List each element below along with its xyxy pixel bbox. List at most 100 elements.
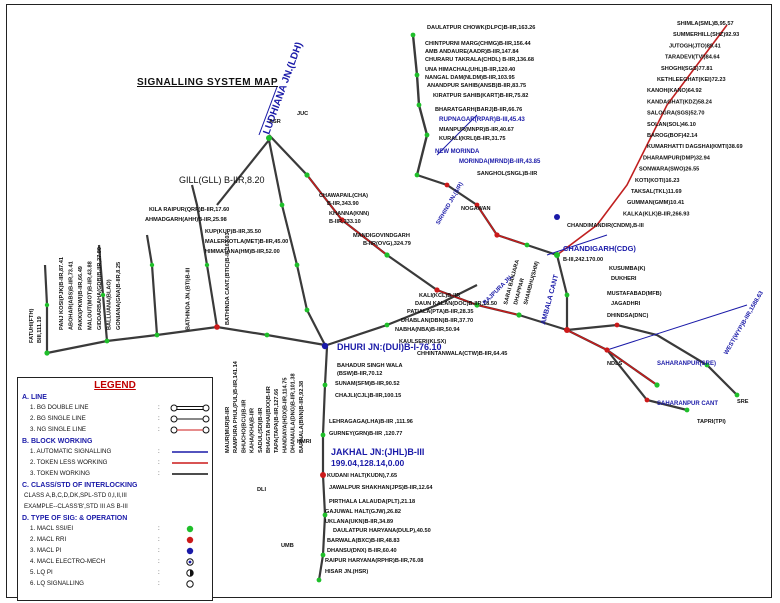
station-label: BARWALA(BXC)B-IIR,48.83: [327, 538, 400, 544]
station-label: GONIANA(GNA)B-IIR,8.25: [116, 262, 122, 330]
station-label: SHOGHI(SGS)77.81: [661, 66, 713, 72]
station-label: JAWALPUR SHAKHAN(JPS)B-IIR,12.64: [329, 485, 433, 491]
station-label: RAMPURA PHUL(PUL)B-IIR,141.14: [233, 360, 239, 453]
station-label: CHAWAPAIL(CHA): [319, 193, 368, 199]
station-label: GUMMAN(GMM)10.41: [627, 200, 684, 206]
station-label: BATHINDA JN.(BTI)B-III: [186, 267, 192, 330]
legend-section-class: C. CLASS/STD OF INTERLOCKING: [22, 482, 138, 489]
station-label: ANANDPUR SAHIB(ANSB)B-IIR,83.75: [427, 83, 526, 89]
station-label: PANJ KOSI(PJK)B-IIR,87.41: [59, 257, 65, 330]
token-working-symbol: [172, 473, 208, 475]
station-label: CHANDIMANDIR(CNDM),B-III: [567, 223, 644, 229]
station-label: NANGAL DAM(NLDM)B-IIR,103.95: [425, 75, 515, 81]
station-label: KUSUMBA(K): [609, 266, 645, 272]
station-label: BAROG(BOF)42.14: [647, 133, 698, 139]
station-label: CHINTPURNI MARG(CHMG)B-IIR,156.44: [425, 41, 532, 47]
station-label: LEHRAGAGA(LHA)B-IIR ,111.96: [329, 419, 413, 425]
station-label: TAPA(TAPA)B-IIR,127.66: [274, 389, 280, 453]
legend-item-lq-signalling: 6. LQ SIGNALLING:: [30, 578, 212, 589]
legend-section-line: A. LINE: [22, 394, 47, 401]
legend-item-bg-double: 1. BG DOUBLE LINE:: [30, 402, 212, 413]
chandigarh-junction-label: CHANDIGARH(CDG): [563, 244, 636, 253]
station-label: KAHA(KHA)B-IIR: [250, 408, 256, 453]
legend-item-auto-signalling: 1. AUTOMATIC SIGNALLING:: [30, 446, 212, 457]
station-label: RUPNAGAR(RPAR)B-III,45.43: [439, 116, 525, 123]
legend-class-example: EXAMPLE--CLASS'B',STD III AS B-III: [24, 503, 128, 510]
station-label: SHIMLA(SML)B,95.57: [677, 21, 734, 27]
station-label: HISAR JN.(HSR): [325, 569, 368, 575]
station-label: AMBALA CANT: [540, 273, 560, 325]
legend-item-lq-pi: 5. LQ PI:: [30, 567, 212, 578]
station-label: BHUCHO(BCU)B-IIR: [241, 400, 247, 453]
jakhal-junction-label: JAKHAL JN:(JHL)B-III: [331, 447, 424, 457]
legend-item-token-working: 3. TOKEN WORKING:: [30, 468, 212, 479]
green-dot-symbol: [186, 525, 194, 533]
station-label: MALOUT(MOT)B-IIR,43.88: [88, 261, 94, 330]
station-label: B-IIR,333.10: [329, 219, 361, 225]
station-label: KALKA(KLK)B-IIR,266.93: [623, 211, 690, 217]
station-label: FATUHI(FTH): [29, 308, 35, 343]
single-line-symbol: [170, 415, 210, 423]
station-label: DAUN KALAN(DOC)B-IIR,18.50: [415, 301, 497, 307]
half-dot-symbol: [186, 569, 194, 577]
gill-label: GILL(GLL) B-IIR,8.20: [179, 175, 265, 185]
station-label: ABOHAR(ABS)B-IIR,73.41: [69, 261, 75, 330]
route-code: SRE: [737, 399, 749, 405]
station-label: KUMARHATTI DAGSHAI(KMTI)38.69: [647, 144, 743, 150]
legend-class-text: CLASS A,B,C,D,DK,SPL-STD 0,I,II,III: [24, 492, 127, 499]
station-label: WEST(WYP)B-IIR,1588.63: [724, 290, 766, 356]
left-vertical-labels: PANJ KOSI(PJK)B-IIR,87.41 ABOHAR(ABS)B-II…: [59, 247, 305, 453]
station-label: KANOH(KANO)64.92: [647, 88, 702, 94]
station-label: HANDIAYA(HDX)B-IIR,114.75: [282, 378, 288, 453]
station-label: TARADEVI(TVI)84.64: [665, 55, 720, 61]
legend-item-token-less: 2. TOKEN LESS WORKING:: [30, 457, 212, 468]
station-label: SALOGRA(SGS)52.70: [647, 111, 705, 117]
station-label: MUSTAFABAD(MFB): [607, 291, 662, 297]
route-code: ASR: [269, 119, 281, 125]
station-label: TAPRI(TPI): [697, 419, 726, 425]
station-label: KUDANI HALT(KUDN),7.65: [327, 473, 397, 479]
station-label: DHABLAN(DBN)B-IIR,37.70: [401, 318, 473, 324]
station-markers: [44, 32, 740, 583]
route-code: NDLS: [607, 361, 622, 367]
station-label: BIII,111.19: [37, 316, 43, 343]
station-label: KANDAGHAT(KDZ)58.24: [647, 99, 713, 105]
station-label: UKLANA(UKN)B-IIR,34.89: [325, 519, 393, 525]
station-label: SONWARA(SWO)26.55: [639, 167, 699, 173]
legend-section-block: B. BLOCK WORKING: [22, 438, 93, 445]
blue-dot-symbol: [186, 547, 194, 555]
legend-item-macl-ssi: 1. MACL SSI/EI:: [30, 523, 212, 534]
legend-item-macl-electro: 4. MACL ELECTRO-MECH:: [30, 556, 212, 567]
station-label: SAHARANPUR(SRE): [657, 361, 716, 367]
signalling-map: LUDHIANA JN.(LDH) DHURI JN:(DUI)B-I-76.1…: [29, 21, 766, 583]
station-label: SAHARANPUR CANT: [657, 401, 718, 407]
station-label: UNA HIMACHAL(UHL)B-IIR,120.40: [425, 67, 515, 73]
route-code: DLI: [257, 487, 266, 493]
station-label: GAJUWAL HALT(GJW),26.82: [325, 509, 401, 515]
station-label: GIDDARBAHA(GDB)B-IIR,27.80: [97, 247, 103, 330]
station-label: DHARAMPUR(DMP)32.94: [643, 155, 711, 161]
blue-track-accents: [258, 86, 748, 351]
double-line-symbol: [170, 404, 210, 412]
station-label: MALERKOTLA(MET)B-IIR,45.00: [205, 239, 288, 245]
station-label: KHANNA(KNN): [329, 211, 369, 217]
station-label: CHURARU TAKRALA(CHDL) B-IIR,136.68: [425, 57, 534, 63]
ring-dot-symbol: [186, 558, 194, 566]
station-label: TAKSAL(TKL)11.69: [631, 189, 682, 195]
station-label: BARNALA(BNN)B-IIR,92.38: [299, 381, 305, 453]
token-less-symbol: [172, 462, 208, 464]
station-label: JAGADHRI: [611, 301, 641, 307]
station-label: DHANAULA(DNG)B-IIR,101.38: [291, 373, 297, 453]
station-label: BAHADUR SINGH WALA: [337, 363, 403, 369]
station-label: CHAJLI(CJL)B-IIR,100.15: [335, 393, 401, 399]
station-label: RAIPUR HARYANA(RPHR)B-IIR,76.08: [325, 558, 423, 564]
station-label: KOTI(KOTI)16.23: [635, 178, 679, 184]
station-label: PATIALA(PTA)B-IIR,28.35: [407, 309, 474, 315]
station-label: B-IIR,343.90: [327, 201, 359, 207]
station-label: MAUR(MUR)B-IIR: [225, 407, 231, 453]
bathinda-cant-label: BATHINDA CANT.(BTIC)B-III,163.03: [225, 232, 231, 325]
station-label: JUTOGH(JTO)89.41: [669, 43, 721, 49]
legend-box: LEGEND A. LINE 1. BG DOUBLE LINE: 2. BG …: [17, 377, 213, 601]
route-code: JUC: [297, 111, 308, 117]
station-label: MANDIGOVINDGARH: [353, 233, 410, 239]
